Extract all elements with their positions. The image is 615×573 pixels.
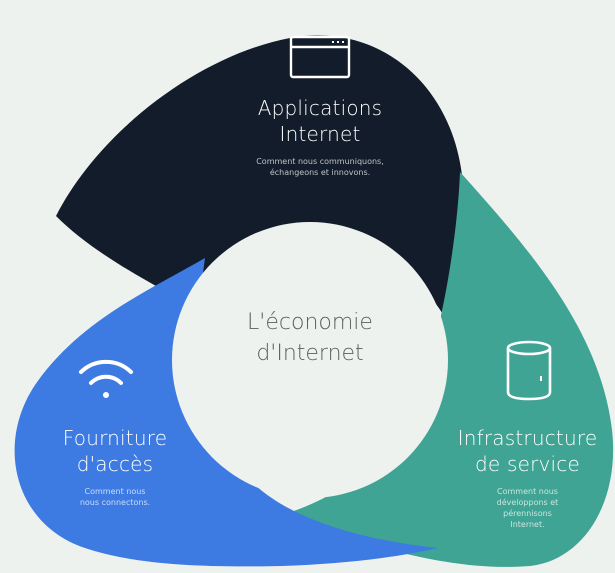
center-label: L'économie d'Internet <box>200 307 420 369</box>
access-desc-line2: nous connectons. <box>79 498 151 507</box>
infrastructure-description: Comment nous développons et pérennisons … <box>440 486 615 530</box>
applications-title-line2: Internet <box>279 122 361 146</box>
applications-desc-line2: échangeons et innovons. <box>269 168 371 177</box>
segment-access <box>14 258 438 567</box>
applications-label: Applications Internet Comment nous commu… <box>200 95 440 178</box>
access-label: Fourniture d'accès Comment nous nous con… <box>40 425 190 508</box>
segment-applications <box>56 35 466 350</box>
infrastructure-desc-line4: Internet. <box>510 520 545 529</box>
infrastructure-desc-line1: Comment nous <box>497 487 558 496</box>
access-title-line1: Fourniture <box>62 426 168 450</box>
infrastructure-desc-line2: développons et <box>496 498 559 507</box>
applications-description: Comment nous communiquons, échangeons et… <box>200 156 440 178</box>
infrastructure-label: Infrastructure de service Comment nous d… <box>440 425 615 530</box>
wifi-icon <box>79 359 133 398</box>
browser-window-icon <box>289 35 351 79</box>
center-title-line1: L'économie <box>247 310 373 335</box>
applications-title-line1: Applications <box>257 96 383 120</box>
access-description: Comment nous nous connectons. <box>40 486 190 508</box>
server-cylinder-icon <box>506 340 552 401</box>
access-desc-line1: Comment nous <box>84 487 146 496</box>
infrastructure-title-line1: Infrastructure <box>457 426 598 450</box>
infrastructure-title-line2: de service <box>475 452 580 476</box>
segment-infrastructure <box>285 172 614 567</box>
applications-desc-line1: Comment nous communiquons, <box>256 157 384 166</box>
infrastructure-desc-line3: pérennisons <box>503 509 552 518</box>
center-title-line2: d'Internet <box>256 341 364 366</box>
center-circle <box>172 222 448 498</box>
access-title-line2: d'accès <box>76 452 154 476</box>
